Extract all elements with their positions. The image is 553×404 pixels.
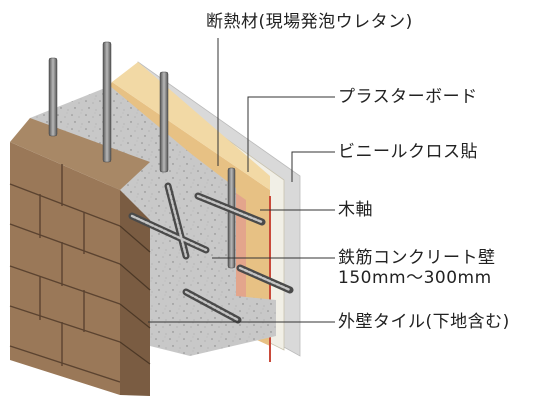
tile-grout-lines [9, 164, 121, 383]
vertical-rebars [48, 41, 236, 269]
label-exterior-tile: 外壁タイル(下地含む) [338, 312, 510, 332]
label-exterior-tile-text: 外壁タイル(下地含む) [338, 312, 510, 332]
leader-lines [148, 38, 335, 323]
tile-top-face [10, 118, 150, 190]
leader-plasterboard [247, 96, 335, 172]
label-concrete-wall: 鉄筋コンクリート壁 150mm〜300mm [338, 248, 496, 288]
label-wood-frame: 木軸 [338, 200, 373, 220]
label-vinyl-cloth-text: ビニールクロス貼 [338, 142, 478, 162]
horizontal-rebars-highlight [130, 184, 292, 322]
concrete-lower-step [150, 296, 276, 356]
label-plasterboard: プラスターボード [338, 87, 478, 107]
wood-frame-top [112, 62, 270, 190]
label-concrete-wall-text: 鉄筋コンクリート壁 [338, 248, 496, 268]
label-vinyl-cloth: ビニールクロス貼 [338, 142, 478, 162]
tile-side-grout [119, 225, 151, 365]
label-plasterboard-text: プラスターボード [338, 87, 478, 107]
label-wood-frame-text: 木軸 [338, 200, 373, 220]
tile-side-face [120, 190, 150, 396]
label-insulation: 断熱材(現場発泡ウレタン) [206, 12, 413, 32]
tile-front-face [10, 142, 120, 395]
label-insulation-text: 断熱材(現場発泡ウレタン) [206, 12, 413, 32]
leader-vinyl [291, 151, 335, 182]
label-concrete-thickness-text: 150mm〜300mm [338, 268, 492, 288]
